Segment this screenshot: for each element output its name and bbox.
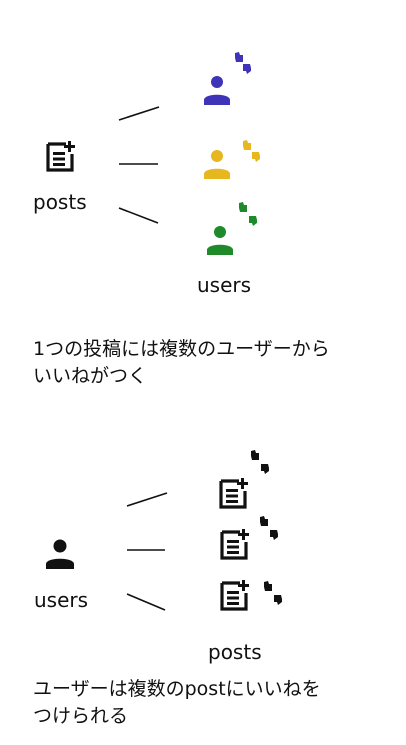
posts-label-two: posts: [208, 640, 262, 664]
post-add-icon: [46, 141, 75, 172]
caption-two-line1: ユーザーは複数のpostにいいねを: [33, 678, 321, 700]
post-add-icon-2: [220, 529, 249, 560]
like-icon-yellow: [243, 140, 260, 162]
users-label: users: [197, 273, 252, 297]
user-icon-green: [207, 226, 233, 255]
connector-line-top: [118, 106, 160, 121]
connector-line-top: [126, 492, 168, 507]
caption-one: 1つの投稿には複数のユーザーから いいねがつく: [33, 336, 393, 390]
user-icon: [46, 539, 74, 569]
post-add-icon-3: [220, 580, 249, 611]
user-icon-blue: [204, 76, 230, 105]
post-add-icon-1: [219, 478, 248, 509]
connector-lines-two: [126, 492, 168, 611]
like-icon-3: [264, 581, 282, 605]
like-icon-blue: [235, 52, 251, 74]
connector-lines: [118, 106, 160, 224]
caption-two-line2: つけられる: [33, 705, 129, 727]
caption-one-line1: 1つの投稿には複数のユーザーから: [33, 338, 330, 360]
like-icon-green: [239, 202, 257, 226]
user-icon-yellow: [204, 150, 230, 179]
caption-two: ユーザーは複数のpostにいいねを つけられる: [33, 676, 393, 730]
connector-line-bottom: [118, 207, 159, 224]
connector-line-bottom: [126, 593, 166, 611]
like-icon-2: [260, 516, 278, 540]
posts-label: posts: [33, 190, 87, 214]
caption-one-line2: いいねがつく: [33, 365, 148, 387]
users-label-two: users: [34, 588, 89, 612]
like-icon-1: [251, 450, 269, 474]
